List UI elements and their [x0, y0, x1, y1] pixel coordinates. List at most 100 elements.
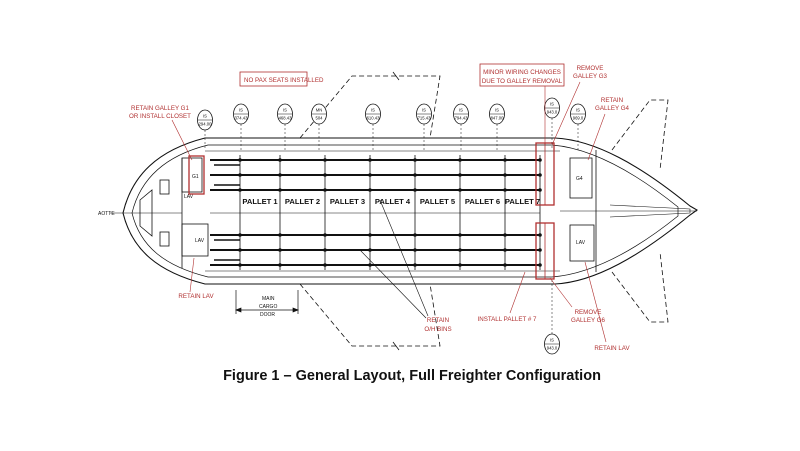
pallet-joint: [503, 263, 507, 267]
forward-lav-upper: [181, 157, 203, 193]
pallet-joint: [538, 188, 542, 192]
station-prefix: IS: [459, 108, 463, 113]
station-value: 468.43: [279, 116, 292, 121]
station-prefix: IS: [283, 108, 287, 113]
galley-g1-label: G1: [192, 174, 199, 180]
pallet-joint: [278, 158, 282, 162]
retain-oh-bins-label-1: RETAIN: [427, 317, 449, 324]
minor-wiring-label-2: DUE TO GALLEY REMOVAL: [482, 78, 563, 85]
station-value: 504: [316, 116, 324, 121]
leader-lav-aft: [584, 261, 607, 343]
pallet-joint: [458, 173, 462, 177]
pallet-joint: [413, 248, 417, 252]
station-prefix: IS: [576, 108, 580, 113]
pallet-joint: [458, 263, 462, 267]
leader-g6: [549, 277, 573, 308]
pallet-joint: [458, 248, 462, 252]
cargo-door-arrow-left: [235, 307, 242, 313]
pallet-joint: [238, 248, 242, 252]
station-value: 715.43: [418, 116, 431, 121]
cargo-door-dimension: [235, 290, 299, 314]
pallet-label: PALLET 6: [465, 197, 500, 206]
leader-oh-bins-2: [379, 199, 429, 317]
pallet-joint: [368, 248, 372, 252]
aft-galley-lav: [569, 150, 597, 272]
station-prefix: IS: [203, 114, 207, 119]
lav-fwd-upper-label: LAV: [184, 194, 194, 200]
pallet-joint: [458, 188, 462, 192]
pallet-joint: [368, 233, 372, 237]
pallet-joint: [278, 248, 282, 252]
minor-wiring-label-1: MINOR WIRING CHANGES: [483, 69, 561, 76]
retain-lav-fwd-label: RETAIN LAV: [178, 293, 214, 300]
pallet-joint: [368, 158, 372, 162]
pallet-joint: [413, 173, 417, 177]
aft-lav-box: [569, 224, 595, 262]
stabilizer-upper: [611, 99, 669, 171]
station-marker: IS 610.43: [365, 103, 381, 150]
pallet-joint: [323, 188, 327, 192]
pallet-joint: [458, 158, 462, 162]
station-value: 943.0: [547, 346, 558, 351]
cockpit-seat-left: [159, 179, 170, 195]
leader-lines: [171, 81, 607, 343]
retain-galley-g4-label-2: GALLEY G4: [595, 105, 629, 112]
station-value: 969.0: [573, 116, 584, 121]
install-pallet-7-label: INSTALL PALLET # 7: [478, 316, 537, 323]
fuselage-inner-outline: [131, 144, 679, 278]
pallet-joint: [413, 188, 417, 192]
pallet-label: PALLET 5: [420, 197, 456, 206]
station-marker: IS 943.0: [544, 280, 560, 355]
nose-label: AOTTE: [98, 211, 115, 217]
minor-wiring-box: [479, 63, 565, 87]
station-marker: IS 969.0: [570, 103, 586, 150]
leader-g3: [551, 81, 581, 146]
remove-galley-g6-label-2: GALLEY G6: [571, 317, 605, 324]
pallet-joint: [503, 248, 507, 252]
retain-galley-g4-label-1: RETAIN: [601, 97, 623, 104]
retain-lav-aft-label: RETAIN LAV: [594, 345, 630, 352]
station-prefix: IS: [371, 108, 375, 113]
stabilizer-lower: [611, 251, 669, 323]
retain-galley-g1-label-1: RETAIN GALLEY G1: [131, 105, 189, 112]
leader-g1: [171, 119, 193, 161]
pallet-joint: [323, 233, 327, 237]
station-prefix: IS: [422, 108, 426, 113]
no-pax-seats-box: [239, 71, 308, 87]
pallet-joint: [538, 233, 542, 237]
pallet-joint: [503, 158, 507, 162]
station-prefix: IS: [550, 338, 554, 343]
leader-g4: [587, 113, 606, 161]
pallet-label: PALLET 1: [242, 197, 278, 206]
pallet-joint: [503, 188, 507, 192]
pallet-joint: [323, 173, 327, 177]
figure-caption: Figure 1 – General Layout, Full Freighte…: [223, 368, 601, 384]
pallet-joint: [538, 263, 542, 267]
pallet-joint: [413, 158, 417, 162]
pallet-joint: [503, 233, 507, 237]
station-value: 943.0: [547, 110, 558, 115]
station-value: 610.43: [367, 116, 380, 121]
station-marker: IS 715.43: [416, 103, 432, 150]
leader-lav-fwd: [189, 257, 195, 293]
pallet-joint: [413, 233, 417, 237]
retain-galley-g1-label-2: OR INSTALL CLOSET: [129, 113, 191, 120]
pallet-joint: [538, 158, 542, 162]
pallet-joint: [278, 263, 282, 267]
pallet-joint: [323, 248, 327, 252]
pallet-joint: [538, 173, 542, 177]
pallet-joint: [368, 263, 372, 267]
fuselage: [122, 137, 699, 285]
pallet-joint: [238, 158, 242, 162]
retain-oh-bins-label-2: O/H BINS: [424, 326, 451, 333]
leader-pallet-7: [509, 271, 526, 314]
wing-break-marks: [392, 71, 400, 351]
pallet-joint: [503, 173, 507, 177]
station-value: 294.00: [199, 122, 212, 127]
station-value: 847.00: [491, 116, 504, 121]
